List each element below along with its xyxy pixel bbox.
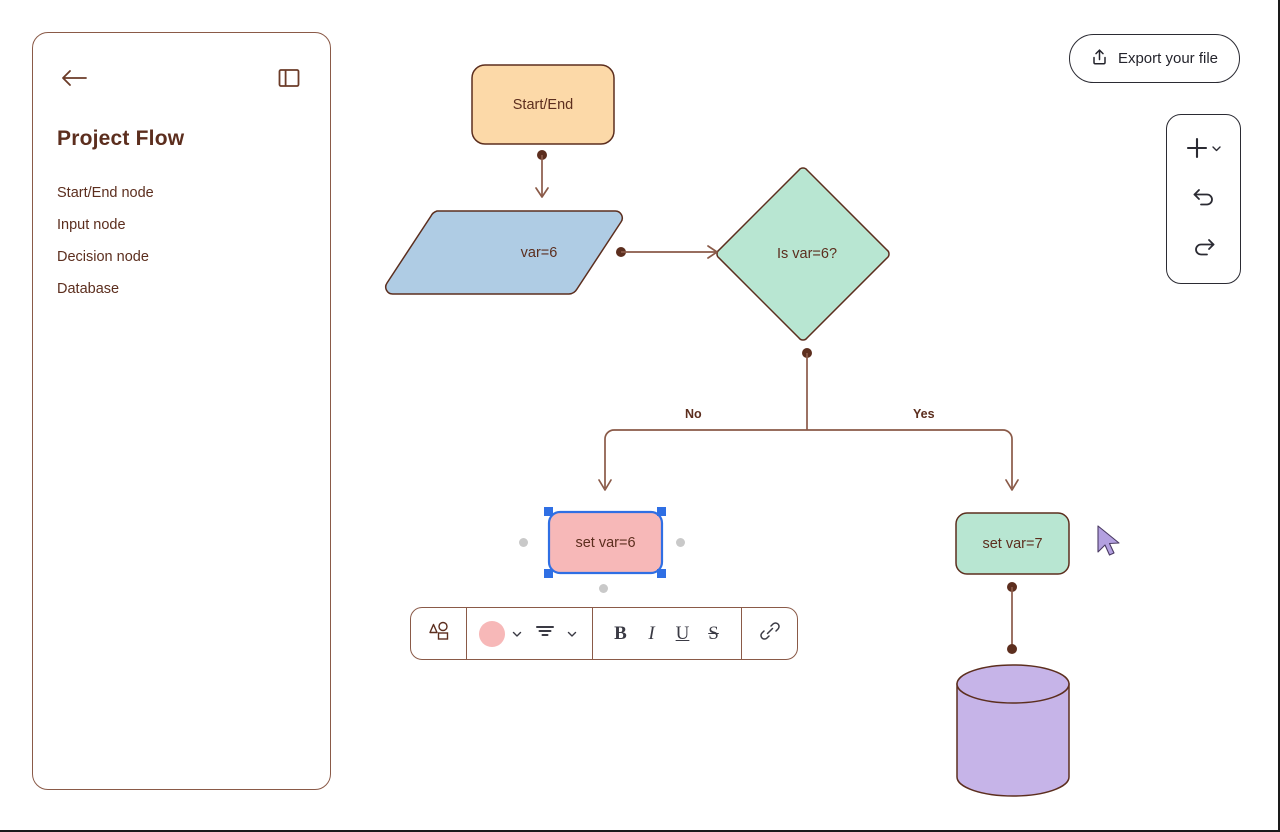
selection-handle-top-right[interactable] bbox=[657, 507, 666, 516]
back-button[interactable] bbox=[57, 63, 91, 97]
redo-button[interactable] bbox=[1176, 228, 1232, 268]
sidebar-item-input-node[interactable]: Input node bbox=[57, 217, 126, 233]
node-set-var7-shape bbox=[955, 512, 1070, 575]
tool-rail bbox=[1166, 114, 1241, 284]
node-start-end-shape bbox=[471, 64, 615, 145]
text-align-chevron-down-icon[interactable] bbox=[564, 622, 580, 646]
sidebar-item-database[interactable]: Database bbox=[57, 281, 120, 297]
undo-icon bbox=[1191, 185, 1217, 212]
node-input-shape bbox=[385, 210, 623, 295]
link-icon bbox=[759, 620, 781, 647]
format-group-style bbox=[467, 608, 593, 659]
edge-start-to-input bbox=[535, 150, 549, 198]
add-shape-button[interactable] bbox=[1176, 130, 1232, 170]
node-decision-shape bbox=[716, 167, 890, 341]
strikethrough-button[interactable]: S bbox=[698, 616, 729, 652]
shapes-button[interactable] bbox=[423, 616, 454, 652]
text-align-button[interactable] bbox=[529, 616, 560, 652]
edge-label-no: No bbox=[685, 407, 702, 421]
undo-button[interactable] bbox=[1176, 179, 1232, 219]
edge-input-to-decision bbox=[616, 245, 718, 259]
link-button[interactable] bbox=[754, 616, 785, 652]
sidebar-item-start-end-node[interactable]: Start/End node bbox=[57, 185, 154, 201]
connection-dot-right[interactable] bbox=[676, 538, 685, 547]
selection-handle-top-left[interactable] bbox=[544, 507, 553, 516]
flowchart-graphics bbox=[385, 64, 1070, 797]
sidebar-node-list: Start/End node Input node Decision node … bbox=[57, 177, 306, 305]
page-title: Project Flow bbox=[57, 127, 185, 150]
sidebar-item-decision-node[interactable]: Decision node bbox=[57, 249, 149, 265]
export-file-label: Export your file bbox=[1117, 50, 1218, 67]
selection-handle-bottom-left[interactable] bbox=[544, 569, 553, 578]
redo-icon bbox=[1191, 235, 1217, 262]
connection-dot-bottom[interactable] bbox=[599, 584, 608, 593]
edge-decision-branch bbox=[598, 348, 1019, 491]
plus-icon bbox=[1185, 136, 1209, 163]
flowchart-canvas[interactable]: Start/End var=6 Is var=6? set var=6 set … bbox=[340, 0, 1278, 830]
fill-color-swatch[interactable] bbox=[479, 620, 505, 647]
fill-color-chevron-down-icon[interactable] bbox=[509, 622, 525, 646]
arrow-left-icon bbox=[60, 68, 88, 93]
italic-button[interactable]: I bbox=[636, 616, 667, 652]
upload-icon bbox=[1091, 48, 1108, 70]
panel-toggle-button[interactable] bbox=[272, 63, 306, 97]
format-toolbar: B I U S bbox=[410, 607, 798, 660]
format-group-link bbox=[742, 608, 797, 659]
shapes-icon bbox=[428, 620, 450, 647]
node-database-shape bbox=[956, 664, 1070, 797]
format-group-text: B I U S bbox=[593, 608, 742, 659]
sidebar-panel: Project Flow Start/End node Input node D… bbox=[32, 32, 331, 790]
connection-dot-left[interactable] bbox=[519, 538, 528, 547]
text-align-center-icon bbox=[534, 622, 556, 645]
edge-setvar7-to-database bbox=[1007, 582, 1017, 654]
selection-handle-bottom-right[interactable] bbox=[657, 569, 666, 578]
node-set-var6-shape bbox=[547, 510, 664, 575]
bold-button[interactable]: B bbox=[605, 616, 636, 652]
edge-label-yes: Yes bbox=[913, 407, 935, 421]
sidebar-header bbox=[57, 63, 306, 97]
panel-toggle-icon bbox=[278, 67, 300, 94]
export-file-button[interactable]: Export your file bbox=[1068, 34, 1240, 83]
underline-button[interactable]: U bbox=[667, 616, 698, 652]
chevron-down-icon bbox=[1211, 142, 1222, 157]
format-group-shapes bbox=[411, 608, 467, 659]
